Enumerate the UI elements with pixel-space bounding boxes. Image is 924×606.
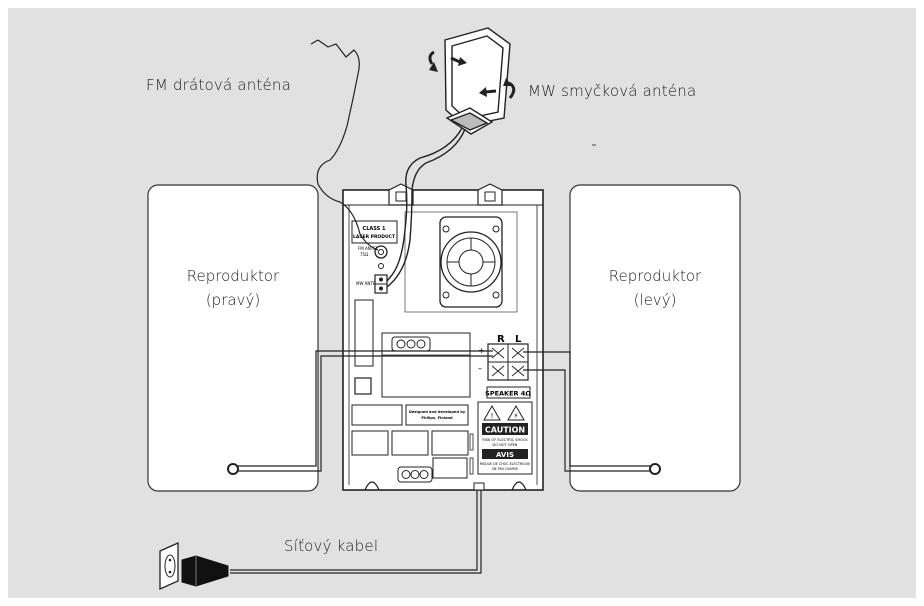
wall-socket-icon xyxy=(159,541,179,591)
designed-plate-line1: Designed and developed by xyxy=(409,410,466,414)
speaker-terminals[interactable] xyxy=(487,343,529,381)
cooling-fan-icon xyxy=(439,216,503,308)
mw-loop-antenna-icon xyxy=(386,27,516,288)
speaker-right-box xyxy=(147,184,319,492)
fm-jack-label-2: 75Ω xyxy=(360,252,368,257)
channel-r-label: R xyxy=(497,334,505,345)
mw-antenna-label: MW smyčková anténa xyxy=(528,82,697,100)
speaker-right-terminal[interactable] xyxy=(227,463,239,475)
laser-label-line1: CLASS 1 xyxy=(363,226,386,232)
avis-small-1: RISQUE DE CHOC ELECTRIQUE xyxy=(480,462,531,466)
avis-text: AVIS xyxy=(496,451,514,459)
speaker-left-box xyxy=(569,184,741,492)
fm-jack-label-1: FM ANTENNA xyxy=(358,246,385,251)
caution-small-2: DO NOT OPEN xyxy=(493,443,518,447)
avis-small-2: NE PAS OUVRIR xyxy=(492,467,518,471)
speaker-right-label-line2: (pravý) xyxy=(205,291,261,309)
channel-l-label: L xyxy=(515,334,522,345)
fm-wire-antenna-icon xyxy=(316,39,379,251)
power-cable-label: Síťový kabel xyxy=(284,537,379,555)
svg-text:⚡: ⚡ xyxy=(514,412,519,420)
caution-small-1: RISK OF ELECTRIC SHOCK xyxy=(482,438,528,442)
main-unit-back: CLASS 1 LASER PRODUCT FM ANTENNA 75Ω MW … xyxy=(342,183,544,491)
speaker-right-label-line1: Reproduktor xyxy=(186,267,280,285)
speaker-plate-text: SPEAKER 4Ω xyxy=(485,390,531,398)
speaker-cable-left xyxy=(523,351,655,472)
speaker-cable-right xyxy=(233,350,493,472)
fm-antenna-label: FM drátová anténa xyxy=(146,76,292,94)
power-inlet[interactable] xyxy=(473,482,485,491)
designed-plate-line2: Philips, Finland xyxy=(421,416,453,420)
power-plug-icon xyxy=(181,555,229,587)
mw-jack-label: MW ANTENNA xyxy=(356,281,384,286)
caution-text: CAUTION xyxy=(485,426,525,435)
speaker-left-label: Reproduktor (levý) xyxy=(570,264,740,312)
power-cable xyxy=(230,490,482,574)
speaker-left-label-line1: Reproduktor xyxy=(608,267,702,285)
speaker-right-label: Reproduktor (pravý) xyxy=(148,264,318,312)
caution-label: ! ⚡ CAUTION RISK OF ELECTRIC SHOCK DO NO… xyxy=(477,401,533,475)
svg-text:–: – xyxy=(478,364,482,373)
svg-text:!: ! xyxy=(491,412,494,420)
speaker-left-terminal[interactable] xyxy=(649,463,661,475)
speaker-left-label-line2: (levý) xyxy=(633,291,677,309)
laser-label-line2: LASER PRODUCT xyxy=(353,234,396,240)
